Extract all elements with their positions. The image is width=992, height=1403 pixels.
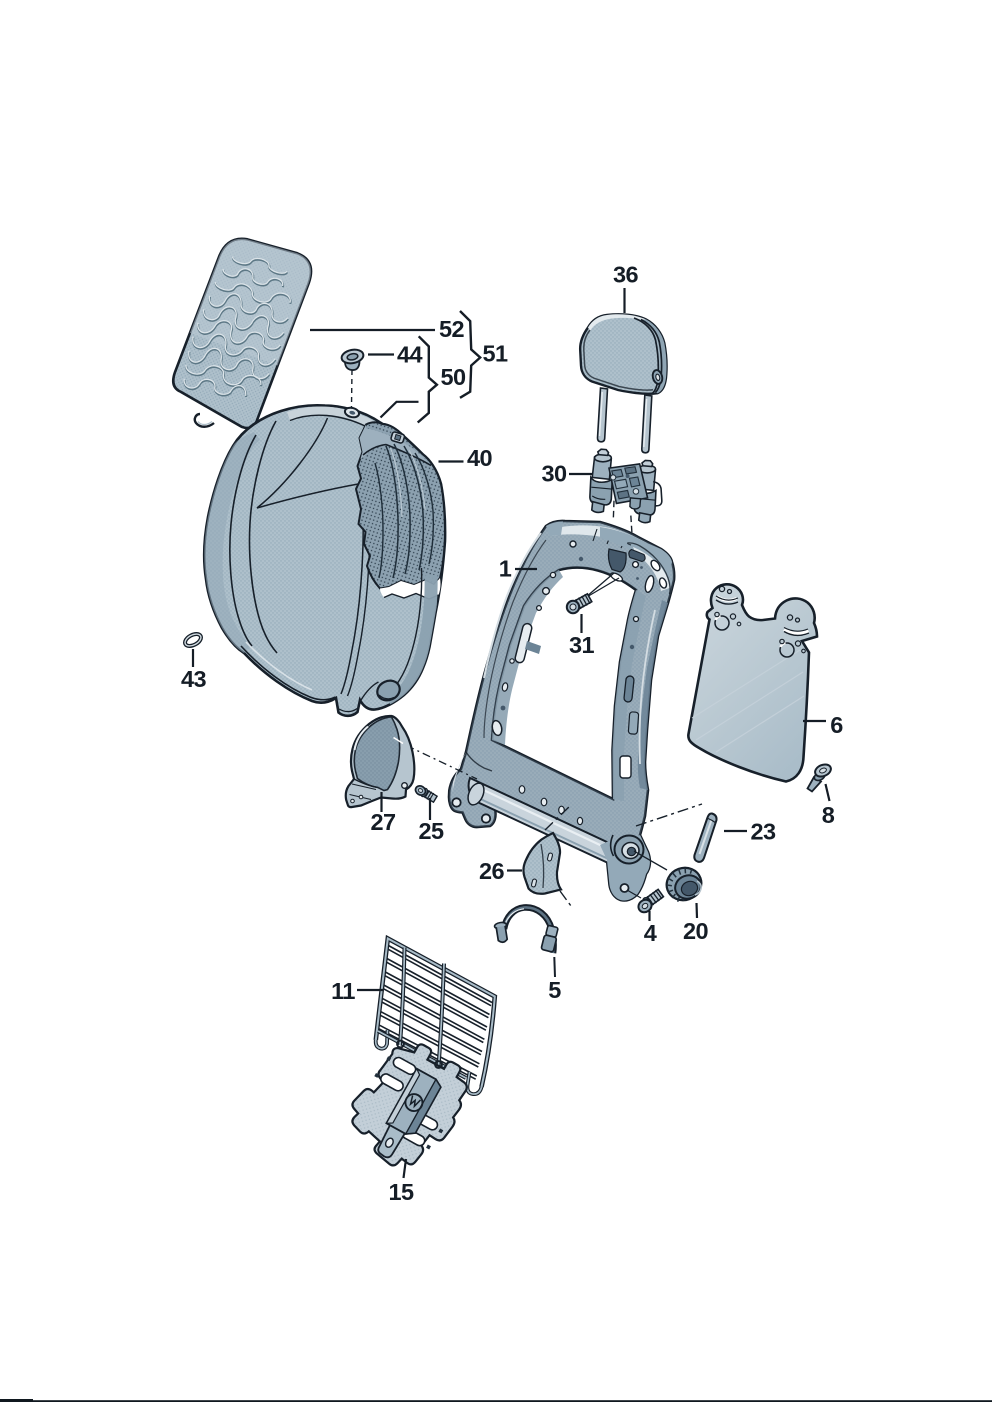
svg-text:5: 5: [548, 977, 561, 1003]
svg-text:6: 6: [830, 712, 843, 738]
svg-text:31: 31: [569, 632, 594, 658]
svg-text:44: 44: [397, 342, 422, 368]
svg-text:51: 51: [483, 341, 508, 367]
svg-text:26: 26: [479, 858, 504, 884]
svg-text:11: 11: [331, 978, 355, 1004]
svg-text:4: 4: [644, 920, 657, 946]
svg-text:15: 15: [389, 1179, 414, 1205]
svg-text:43: 43: [181, 666, 206, 692]
svg-text:23: 23: [751, 819, 776, 845]
svg-text:20: 20: [683, 918, 708, 944]
svg-text:25: 25: [419, 818, 444, 844]
svg-text:52: 52: [439, 316, 464, 342]
svg-text:36: 36: [613, 262, 638, 288]
svg-text:1: 1: [499, 556, 512, 582]
svg-text:40: 40: [467, 445, 492, 471]
svg-text:30: 30: [542, 461, 567, 487]
svg-text:27: 27: [371, 809, 396, 835]
svg-text:50: 50: [441, 364, 466, 390]
svg-text:8: 8: [822, 802, 835, 828]
